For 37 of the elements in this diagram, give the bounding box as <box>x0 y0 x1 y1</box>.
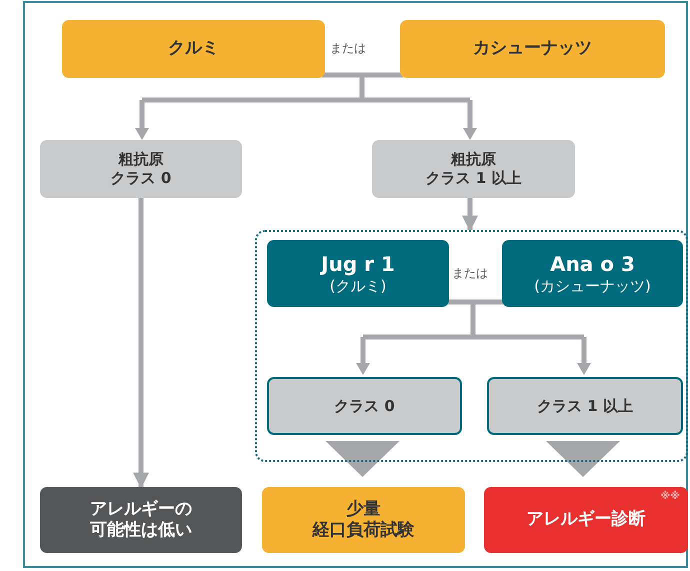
class-box <box>372 140 575 198</box>
or-label: または <box>330 40 366 57</box>
branching-arrow <box>356 300 591 375</box>
food-box <box>62 20 325 78</box>
or-label: または <box>452 265 488 282</box>
chevron-arrow <box>326 441 400 477</box>
box-text: クラス 1 以上 <box>537 396 633 416</box>
result-box <box>40 487 242 553</box>
box-text: クルミ <box>168 38 219 60</box>
box-text: アレルギー診断 <box>526 509 646 531</box>
box-text: 少量 <box>346 498 380 520</box>
arrow <box>462 198 478 232</box>
box-subtext: (カシューナッツ) <box>534 276 651 296</box>
box-text: Ana o 3 <box>550 252 635 277</box>
result-box <box>484 487 688 553</box>
branching-arrow <box>135 72 477 140</box>
box-text: カシューナッツ <box>473 38 592 60</box>
arrow <box>133 198 149 489</box>
result-box <box>262 487 465 553</box>
dotted-frame <box>255 230 688 462</box>
box-text: 経口負荷試験 <box>312 520 414 542</box>
box-text: アレルギーの可能性は低い <box>88 498 193 542</box>
component-box <box>502 240 683 307</box>
footnote-mark: ※※ <box>660 491 680 504</box>
class-box <box>487 377 683 435</box>
class-box <box>267 377 462 435</box>
chevron-arrow <box>546 441 620 477</box>
box-text: 粗抗原 <box>118 150 164 169</box>
component-box <box>267 240 449 307</box>
box-subtext: (クルミ) <box>330 276 386 296</box>
box-text: クラス 1 以上 <box>426 169 522 188</box>
box-text: クラス 0 <box>334 396 395 416</box>
class-box <box>40 140 242 198</box>
box-text: 粗抗原 <box>451 150 496 169</box>
food-box <box>400 20 665 78</box>
box-text: Jug r 1 <box>321 252 395 277</box>
box-text: クラス 0 <box>110 169 172 188</box>
